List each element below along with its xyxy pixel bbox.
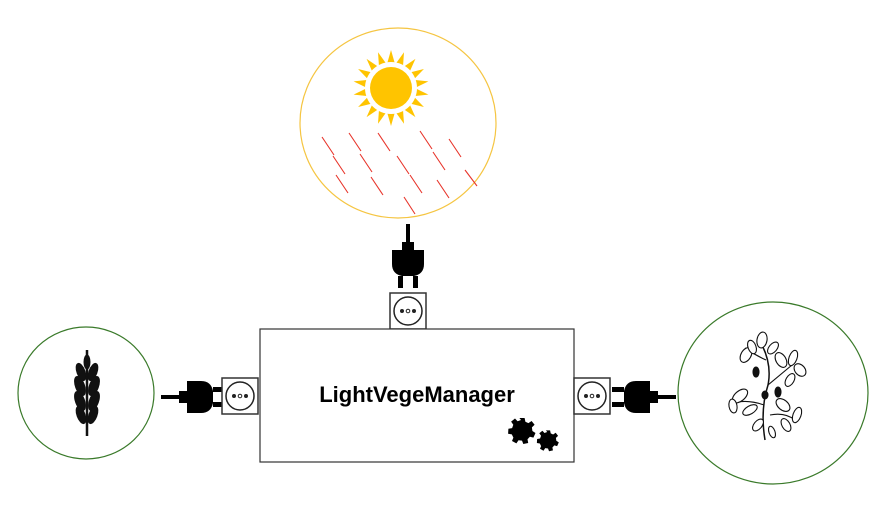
plant-node (677, 301, 869, 485)
wheat-icon (74, 350, 100, 436)
sun-node-circle (299, 27, 497, 219)
wheat-node (17, 326, 155, 460)
top-socket-icon (389, 292, 427, 330)
sun-icon (353, 50, 429, 126)
manager-box: LightVegeManager (259, 328, 575, 463)
right-socket-icon (573, 377, 611, 415)
light-rays (321, 130, 478, 215)
plant-node-circle (677, 301, 869, 485)
left-plug-icon (159, 379, 227, 415)
manager-title: LightVegeManager (319, 382, 515, 407)
top-plug-icon (390, 222, 426, 290)
legume-plant-icon (728, 331, 807, 441)
left-socket-icon (221, 377, 259, 415)
sun-node (299, 27, 497, 219)
right-plug-icon (610, 379, 678, 415)
